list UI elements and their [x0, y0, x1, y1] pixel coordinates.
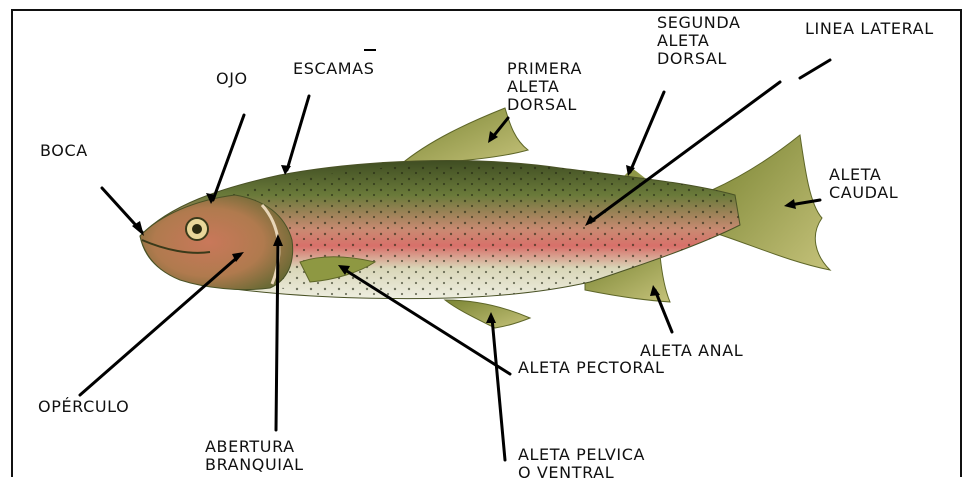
label-line: PRIMERA — [507, 60, 582, 78]
label-segunda-aleta-dorsal: SEGUNDA ALETA DORSAL — [657, 14, 741, 68]
leader-escamas — [287, 96, 309, 170]
label-abertura-branquial: ABERTURA BRANQUIAL — [205, 438, 304, 474]
label-line: ALETA — [829, 166, 898, 184]
label-operculo: OPÉRCULO — [38, 398, 129, 416]
label-line: SEGUNDA — [657, 14, 741, 32]
label-ojo: OJO — [216, 70, 248, 88]
leader-linea-lateral-stub — [800, 60, 830, 78]
leader-operculo — [80, 255, 240, 395]
first-dorsal-fin — [400, 108, 528, 165]
label-line: DORSAL — [657, 50, 741, 68]
leader-pelvica — [492, 318, 505, 460]
label-linea-lateral: LINEA LATERAL — [805, 20, 934, 38]
label-line: BRANQUIAL — [205, 456, 304, 474]
label-line: ABERTURA — [205, 438, 304, 456]
label-primera-aleta-dorsal: PRIMERA ALETA DORSAL — [507, 60, 582, 114]
label-aleta-caudal: ALETA CAUDAL — [829, 166, 898, 202]
label-line: ALETA PELVICA — [518, 446, 645, 464]
leader-abertura — [276, 240, 278, 430]
label-boca: BOCA — [40, 142, 88, 160]
trout-illustration — [140, 108, 830, 328]
label-line: ALETA — [657, 32, 741, 50]
label-aleta-pelvica: ALETA PELVICA O VENTRAL — [518, 446, 645, 482]
pelvic-fin — [445, 300, 530, 328]
label-line: ALETA — [507, 78, 582, 96]
label-line: O VENTRAL — [518, 464, 645, 482]
label-aleta-pectoral: ALETA PECTORAL — [518, 359, 665, 377]
label-escamas: ESCAMAS — [293, 60, 375, 78]
pupil — [192, 224, 202, 234]
label-line: DORSAL — [507, 96, 582, 114]
leader-segunda-aleta — [630, 92, 664, 172]
label-line: CAUDAL — [829, 184, 898, 202]
